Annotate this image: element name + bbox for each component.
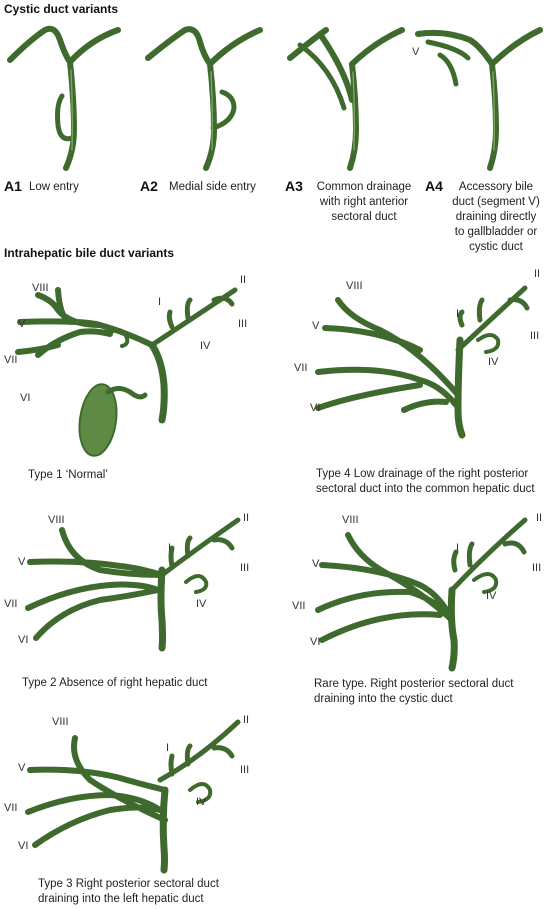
rare-segment-vii: VII [292, 600, 306, 612]
type4-segment-iv: IV [488, 356, 499, 368]
type4-segment-iii: III [530, 330, 540, 342]
type4-segment-vi: VI [310, 402, 321, 414]
rare-segment-viii: VIII [342, 514, 359, 526]
desc-a3: Common drainage with right anterior sect… [316, 181, 412, 223]
a1-duct-figure [7, 25, 121, 171]
type1-segment-i: I [158, 296, 162, 308]
type3-segment-ii: II [243, 714, 250, 726]
a3-duct-figure [287, 27, 405, 171]
type1-duct-figure [15, 287, 238, 457]
label-a4: A4 [425, 178, 443, 194]
type4-segment-viii: VIII [346, 280, 363, 292]
type1-segment-ii: II [240, 274, 247, 286]
type1-segment-iii: III [238, 318, 248, 330]
type1-segment-vii: VII [4, 354, 18, 366]
rare-segment-iii: III [532, 562, 542, 574]
type4-segment-vii: VII [294, 362, 308, 374]
type2-segment-vii: VII [4, 598, 18, 610]
type2-segment-ii: II [243, 512, 250, 524]
type2-duct-figure [25, 517, 241, 652]
caption-type4: Type 4 Low drainage of the right posteri… [316, 468, 535, 495]
type3-segment-v: V [18, 762, 26, 774]
type1-segment-vi: VI [20, 392, 31, 404]
rare-type-duct-figure [315, 517, 528, 672]
type3-segment-iv: IV [196, 796, 207, 808]
type2-segment-i: I [168, 542, 172, 554]
rare-segment-ii: II [536, 512, 543, 524]
desc-a1: Low entry [29, 181, 79, 193]
cystic-variants-heading: Cystic duct variants [4, 2, 119, 16]
caption-type1: Type 1 ‘Normal’ [28, 469, 108, 481]
type3-segment-iii: III [240, 764, 250, 776]
type3-duct-figure [25, 719, 241, 874]
type1-segment-iv: IV [200, 340, 211, 352]
type2-segment-viii: VIII [48, 514, 65, 526]
desc-a2: Medial side entry [169, 181, 256, 193]
intrahepatic-variants-heading: Intrahepatic bile duct variants [4, 246, 175, 260]
type4-segment-v: V [312, 320, 320, 332]
desc-a4: Accessory bile duct (segment V) draining… [452, 181, 540, 253]
a4-segment-v-label: V [412, 46, 420, 58]
a2-duct-figure [145, 26, 263, 171]
label-a3: A3 [285, 178, 303, 194]
rare-segment-vi: VI [310, 636, 321, 648]
rare-segment-i: I [456, 542, 460, 554]
type4-duct-figure [315, 285, 530, 439]
type2-segment-iii: III [240, 562, 250, 574]
type3-segment-viii: VIII [52, 716, 69, 728]
label-a1: A1 [4, 178, 22, 194]
caption-rare-type: Rare type. Right posterior sectoral duct… [314, 678, 514, 705]
type4-segment-ii: II [534, 268, 541, 280]
type3-segment-vii: VII [4, 802, 18, 814]
type4-segment-i: I [456, 308, 460, 320]
type2-segment-vi: VI [18, 634, 29, 646]
type1-segment-v: V [18, 318, 26, 330]
type3-segment-vi: VI [18, 840, 29, 852]
a4-duct-figure [415, 27, 543, 171]
type3-segment-i: I [166, 742, 170, 754]
rare-segment-v: V [312, 558, 320, 570]
rare-segment-iv: IV [486, 590, 497, 602]
caption-type3: Type 3 Right posterior sectoral duct dra… [38, 878, 219, 905]
type2-segment-iv: IV [196, 598, 207, 610]
type1-segment-viii: VIII [32, 282, 49, 294]
caption-type2: Type 2 Absence of right hepatic duct [22, 677, 208, 689]
type2-segment-v: V [18, 556, 26, 568]
label-a2: A2 [140, 178, 158, 194]
